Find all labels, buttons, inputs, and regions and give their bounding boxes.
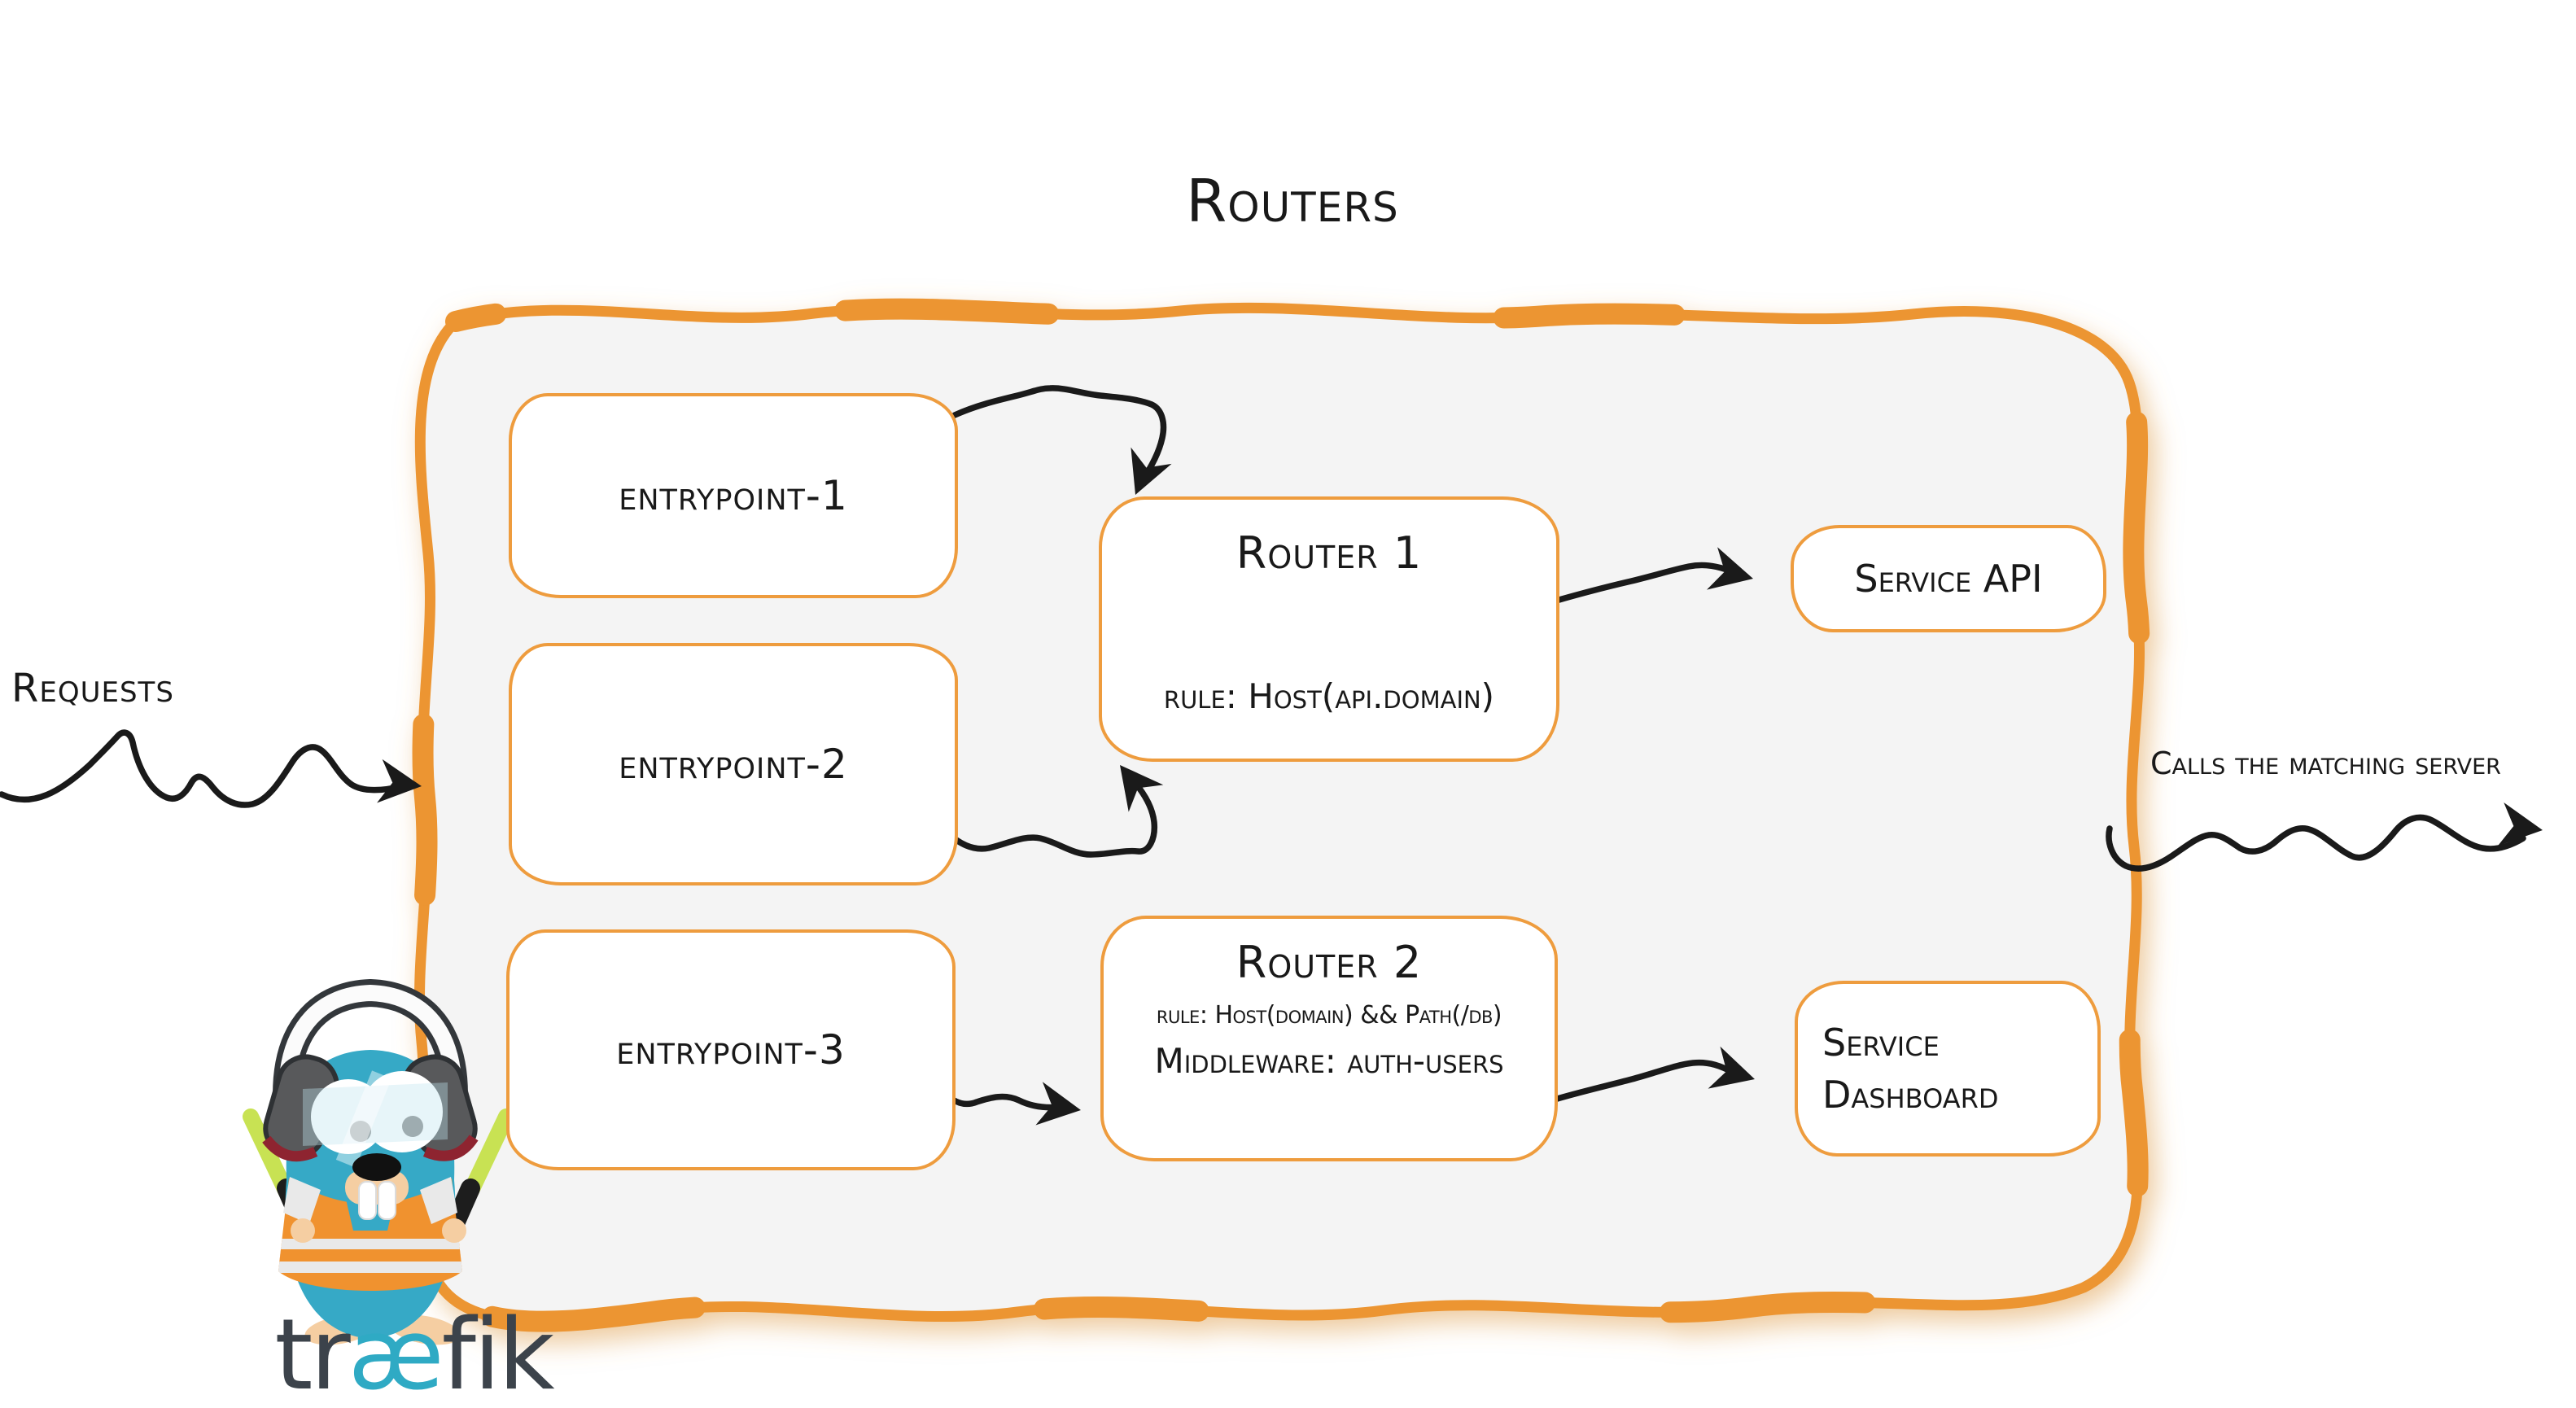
- wordmark-fik: fik: [441, 1299, 555, 1408]
- gopher-eye-right: [361, 1071, 443, 1152]
- wordmark-tr: tr: [274, 1299, 350, 1408]
- requests-arrowhead: [377, 759, 422, 803]
- router-2-middleware: Middleware: auth-users: [1154, 1041, 1504, 1081]
- entrypoint1-to-router1-arrowhead: [1131, 447, 1172, 495]
- gopher-nose: [352, 1153, 401, 1181]
- entrypoint-3-label: entrypoint-3: [616, 1026, 846, 1073]
- router1-to-serviceapi-line: [1553, 562, 1734, 604]
- traefik-gopher-mascot: [243, 978, 514, 1345]
- headphone-band: [278, 984, 462, 1095]
- wordmark-ae: æ: [348, 1299, 444, 1408]
- vest-strap-right: [420, 1177, 457, 1224]
- router-2-rule: rule: Host(domain) && Path(/db): [1156, 1001, 1502, 1030]
- calls-arrowhead: [2497, 802, 2543, 846]
- router-1-rule: rule: Host(api.domain): [1163, 676, 1495, 716]
- router-1-box: Router 1 rule: Host(api.domain): [1099, 496, 1559, 762]
- glasses-sheen: [335, 1070, 392, 1168]
- baton-right: [462, 1108, 514, 1200]
- service-dashboard-box: Service Dashboard: [1795, 981, 2101, 1157]
- calls-label: Calls the matching server: [2150, 746, 2501, 781]
- router2-to-servicedashboard-arrowhead: [1708, 1046, 1755, 1089]
- gopher-pupil-left: [350, 1121, 371, 1142]
- entrypoint1-to-router1-line: [951, 385, 1167, 485]
- router1-to-serviceapi-arrowhead: [1707, 547, 1753, 590]
- entrypoint-2-box: entrypoint-2: [509, 643, 958, 885]
- vest-strap-left: [283, 1177, 321, 1224]
- vest-reflective-stripe: [278, 1249, 462, 1262]
- service-dashboard-label: Service Dashboard: [1822, 1020, 1999, 1117]
- page-title: Routers: [1186, 167, 1399, 235]
- requests-label: Requests: [11, 666, 174, 711]
- flow-arrowheads: [377, 447, 2543, 1126]
- calls-arrow-line: [2106, 814, 2526, 872]
- entrypoint-1-label: entrypoint-1: [619, 472, 848, 519]
- traefik-wordmark: træfik: [234, 1299, 593, 1408]
- entrypoint2-to-router1-line: [942, 778, 1158, 858]
- router-2-box: Router 2 rule: Host(domain) && Path(/db)…: [1100, 916, 1558, 1161]
- router-1-title: Router 1: [1236, 527, 1423, 579]
- entrypoint-1-box: entrypoint-1: [509, 393, 958, 598]
- service-api-label: Service API: [1854, 557, 2043, 601]
- gopher-hand-left: [291, 1218, 315, 1243]
- entrypoint2-to-router1-arrowhead: [1120, 765, 1164, 812]
- entrypoint-2-label: entrypoint-2: [619, 741, 848, 788]
- router2-to-servicedashboard-line: [1551, 1059, 1737, 1103]
- baton-left: [243, 1108, 295, 1200]
- gopher-hand-right: [442, 1218, 466, 1243]
- entrypoint3-to-router2-arrowhead: [1035, 1082, 1081, 1126]
- gopher-tooth-left: [358, 1181, 377, 1220]
- service-api-box: Service API: [1791, 525, 2106, 632]
- gopher-safety-glasses: [303, 1082, 448, 1146]
- flow-arrows: [0, 385, 2526, 1111]
- router-2-title: Router 2: [1236, 937, 1423, 988]
- gopher-pupil-right: [402, 1116, 423, 1137]
- entrypoint-3-box: entrypoint-3: [506, 929, 956, 1170]
- gopher-tooth-right: [378, 1181, 396, 1220]
- requests-arrow-line: [0, 729, 405, 808]
